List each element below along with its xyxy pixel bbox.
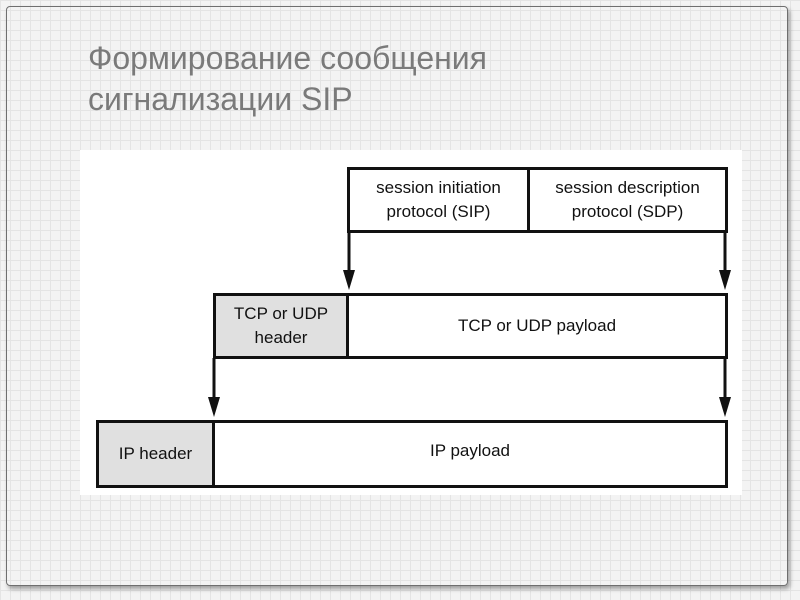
arrow-tcp-to-ip-left-head — [208, 397, 220, 417]
tcp-udp-payload-label: TCP or UDP payload — [457, 316, 617, 335]
tcp-udp-payload-box: TCP or UDP payload — [349, 296, 725, 356]
slide-title-line-2: сигнализации SIP — [88, 81, 353, 117]
sdp-box-line-2: protocol (SDP) — [571, 202, 684, 221]
sip-box-line-2: protocol (SIP) — [386, 202, 491, 221]
tcp-udp-header-box: TCP or UDP header — [216, 296, 349, 356]
sip-box — [347, 167, 728, 233]
ip-payload-box: IP payload — [215, 423, 725, 485]
sdp-box: session description protocol (SDP) — [527, 170, 725, 230]
encapsulation-arrows — [208, 232, 731, 417]
sip-box-line-1: session initiation — [376, 178, 501, 197]
ip-packet — [96, 420, 728, 488]
slide-title: Формирование сообщения сигнализации SIP — [88, 38, 487, 120]
arrow-sip-to-tcp-head — [343, 270, 355, 290]
sdp-box-line-1: session description — [555, 178, 700, 197]
tcp-udp-header-line-1: TCP or UDP — [233, 304, 329, 323]
tcp-udp-header-line-2: header — [254, 328, 308, 347]
ip-header-box: IP header — [99, 423, 215, 485]
slide-title-line-1: Формирование сообщения — [88, 40, 487, 76]
ip-payload-label: IP payload — [429, 441, 511, 460]
tcp-udp-segment — [213, 293, 728, 359]
sip-box-label: session initiation protocol (SIP) — [350, 170, 527, 230]
ip-header-label: IP header — [118, 444, 193, 463]
arrow-tcp-to-ip-right-head — [719, 397, 731, 417]
slide-frame — [6, 6, 788, 586]
arrow-sdp-to-tcp-head — [719, 270, 731, 290]
encapsulation-diagram: session initiation protocol (SIP) sessio… — [80, 150, 742, 495]
